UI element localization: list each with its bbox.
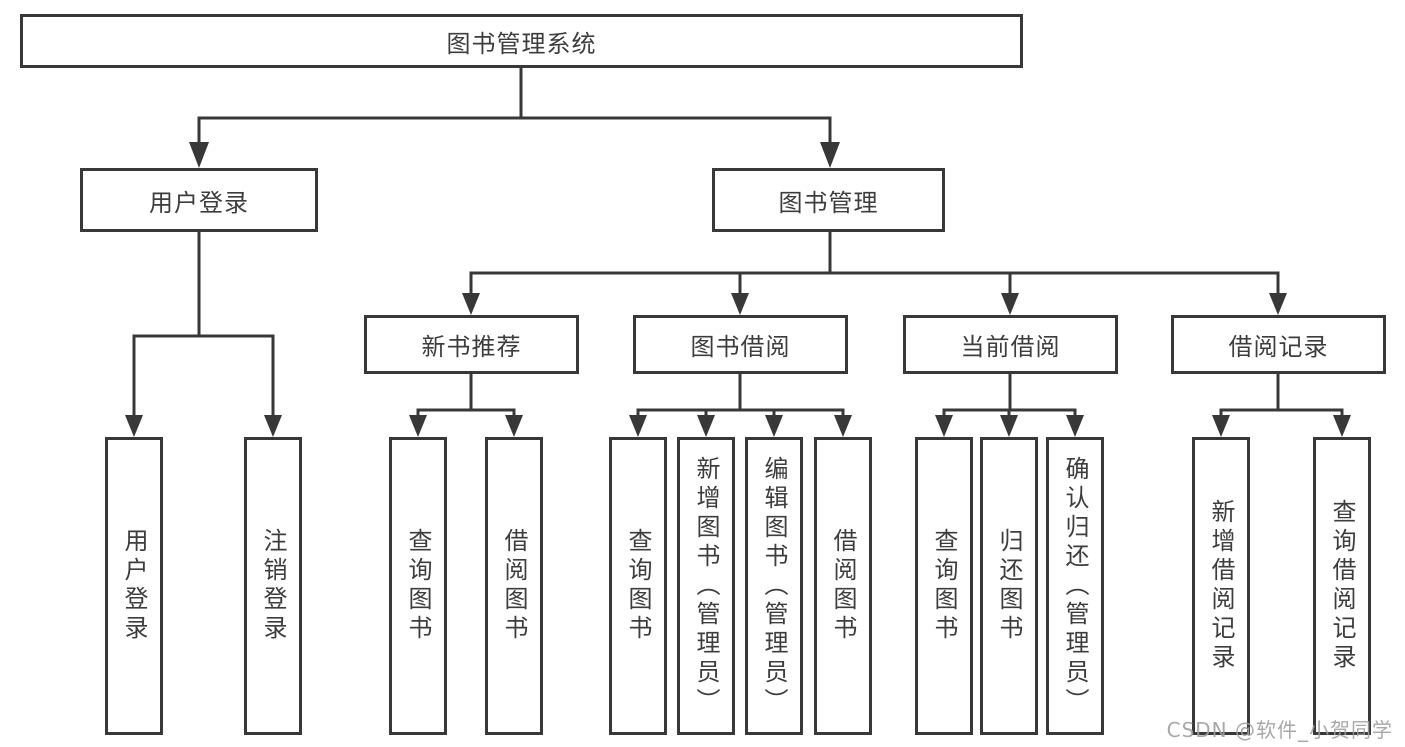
arrowhead (1066, 415, 1084, 437)
arrowhead (1333, 415, 1351, 437)
leaf-user-login: 用户登录 (105, 437, 163, 735)
arrowhead (935, 415, 953, 437)
node-label: 归还图书 (995, 528, 1023, 644)
arrowhead (820, 142, 840, 168)
arrowhead (1269, 293, 1287, 315)
arrowhead (1000, 415, 1018, 437)
node-label: 查询借阅记录 (1328, 499, 1356, 673)
connector-borrow-record (1212, 372, 1351, 437)
connector-current-borrow (935, 372, 1084, 437)
node-label: 查询图书 (930, 528, 958, 644)
arrowhead (462, 293, 480, 315)
node-label: 新增借阅记录 (1207, 499, 1235, 673)
node-label: 当前借阅 (960, 333, 1061, 361)
node-borrowing-records: 借阅记录 (1171, 315, 1386, 374)
connector-book-borrow (629, 372, 852, 437)
leaf-record-add-borrow-record: 新增借阅记录 (1192, 437, 1250, 735)
arrowhead (505, 415, 523, 437)
leaf-borrow-edit-book-admin: 编辑图书（管理员） (745, 437, 803, 735)
arrowhead (629, 415, 647, 437)
leaf-current-return-books: 归还图书 (980, 437, 1038, 735)
node-label: 新增图书（管理员） (692, 455, 720, 717)
node-label: 图书管理 (778, 188, 879, 217)
node-book-borrowing: 图书借阅 (633, 315, 848, 374)
connector-new-book (409, 372, 523, 437)
node-label: 新书推荐 (421, 333, 522, 361)
arrowhead (264, 415, 282, 437)
leaf-borrow-borrow-books: 借阅图书 (814, 437, 872, 735)
node-label: 查询图书 (624, 528, 652, 644)
connector-user-login (125, 230, 282, 437)
connector-book-mgmt (462, 230, 1287, 315)
node-root-system: 图书管理系统 (20, 14, 1023, 68)
leaf-record-query-borrow-record: 查询借阅记录 (1313, 437, 1371, 735)
arrowhead (731, 293, 749, 315)
node-new-book-recommend: 新书推荐 (364, 315, 579, 374)
arrowhead (1212, 415, 1230, 437)
connector-root (189, 66, 840, 168)
node-label: 确认归还（管理员） (1061, 455, 1089, 717)
node-label: 图书借阅 (690, 333, 791, 361)
node-label: 图书管理系统 (446, 29, 597, 58)
arrowhead (409, 415, 427, 437)
node-label: 注销登录 (259, 528, 287, 644)
arrowhead (765, 415, 783, 437)
leaf-logout: 注销登录 (244, 437, 302, 735)
node-label: 查询图书 (404, 528, 432, 644)
arrowhead (1001, 293, 1019, 315)
node-label: 借阅图书 (500, 528, 528, 644)
node-label: 编辑图书（管理员） (760, 455, 788, 717)
arrowhead (834, 415, 852, 437)
arrowhead (189, 142, 209, 168)
node-label: 借阅记录 (1228, 333, 1329, 361)
leaf-borrow-add-book-admin: 新增图书（管理员） (677, 437, 735, 735)
node-label: 用户登录 (120, 528, 148, 644)
leaf-newbook-borrow-books: 借阅图书 (485, 437, 543, 735)
csdn-watermark: CSDN @软件_小贺同学 (1166, 718, 1393, 742)
node-current-borrowing: 当前借阅 (903, 315, 1118, 374)
leaf-newbook-query-books: 查询图书 (389, 437, 447, 735)
arrowhead (125, 415, 143, 437)
leaf-borrow-query-books: 查询图书 (609, 437, 667, 735)
leaf-current-query-books: 查询图书 (915, 437, 973, 735)
leaf-current-confirm-return-admin: 确认归还（管理员） (1046, 437, 1104, 735)
arrowhead (697, 415, 715, 437)
node-label: 用户登录 (149, 188, 249, 217)
node-label: 借阅图书 (829, 528, 857, 644)
node-book-management: 图书管理 (712, 168, 945, 232)
node-user-login: 用户登录 (80, 168, 318, 232)
